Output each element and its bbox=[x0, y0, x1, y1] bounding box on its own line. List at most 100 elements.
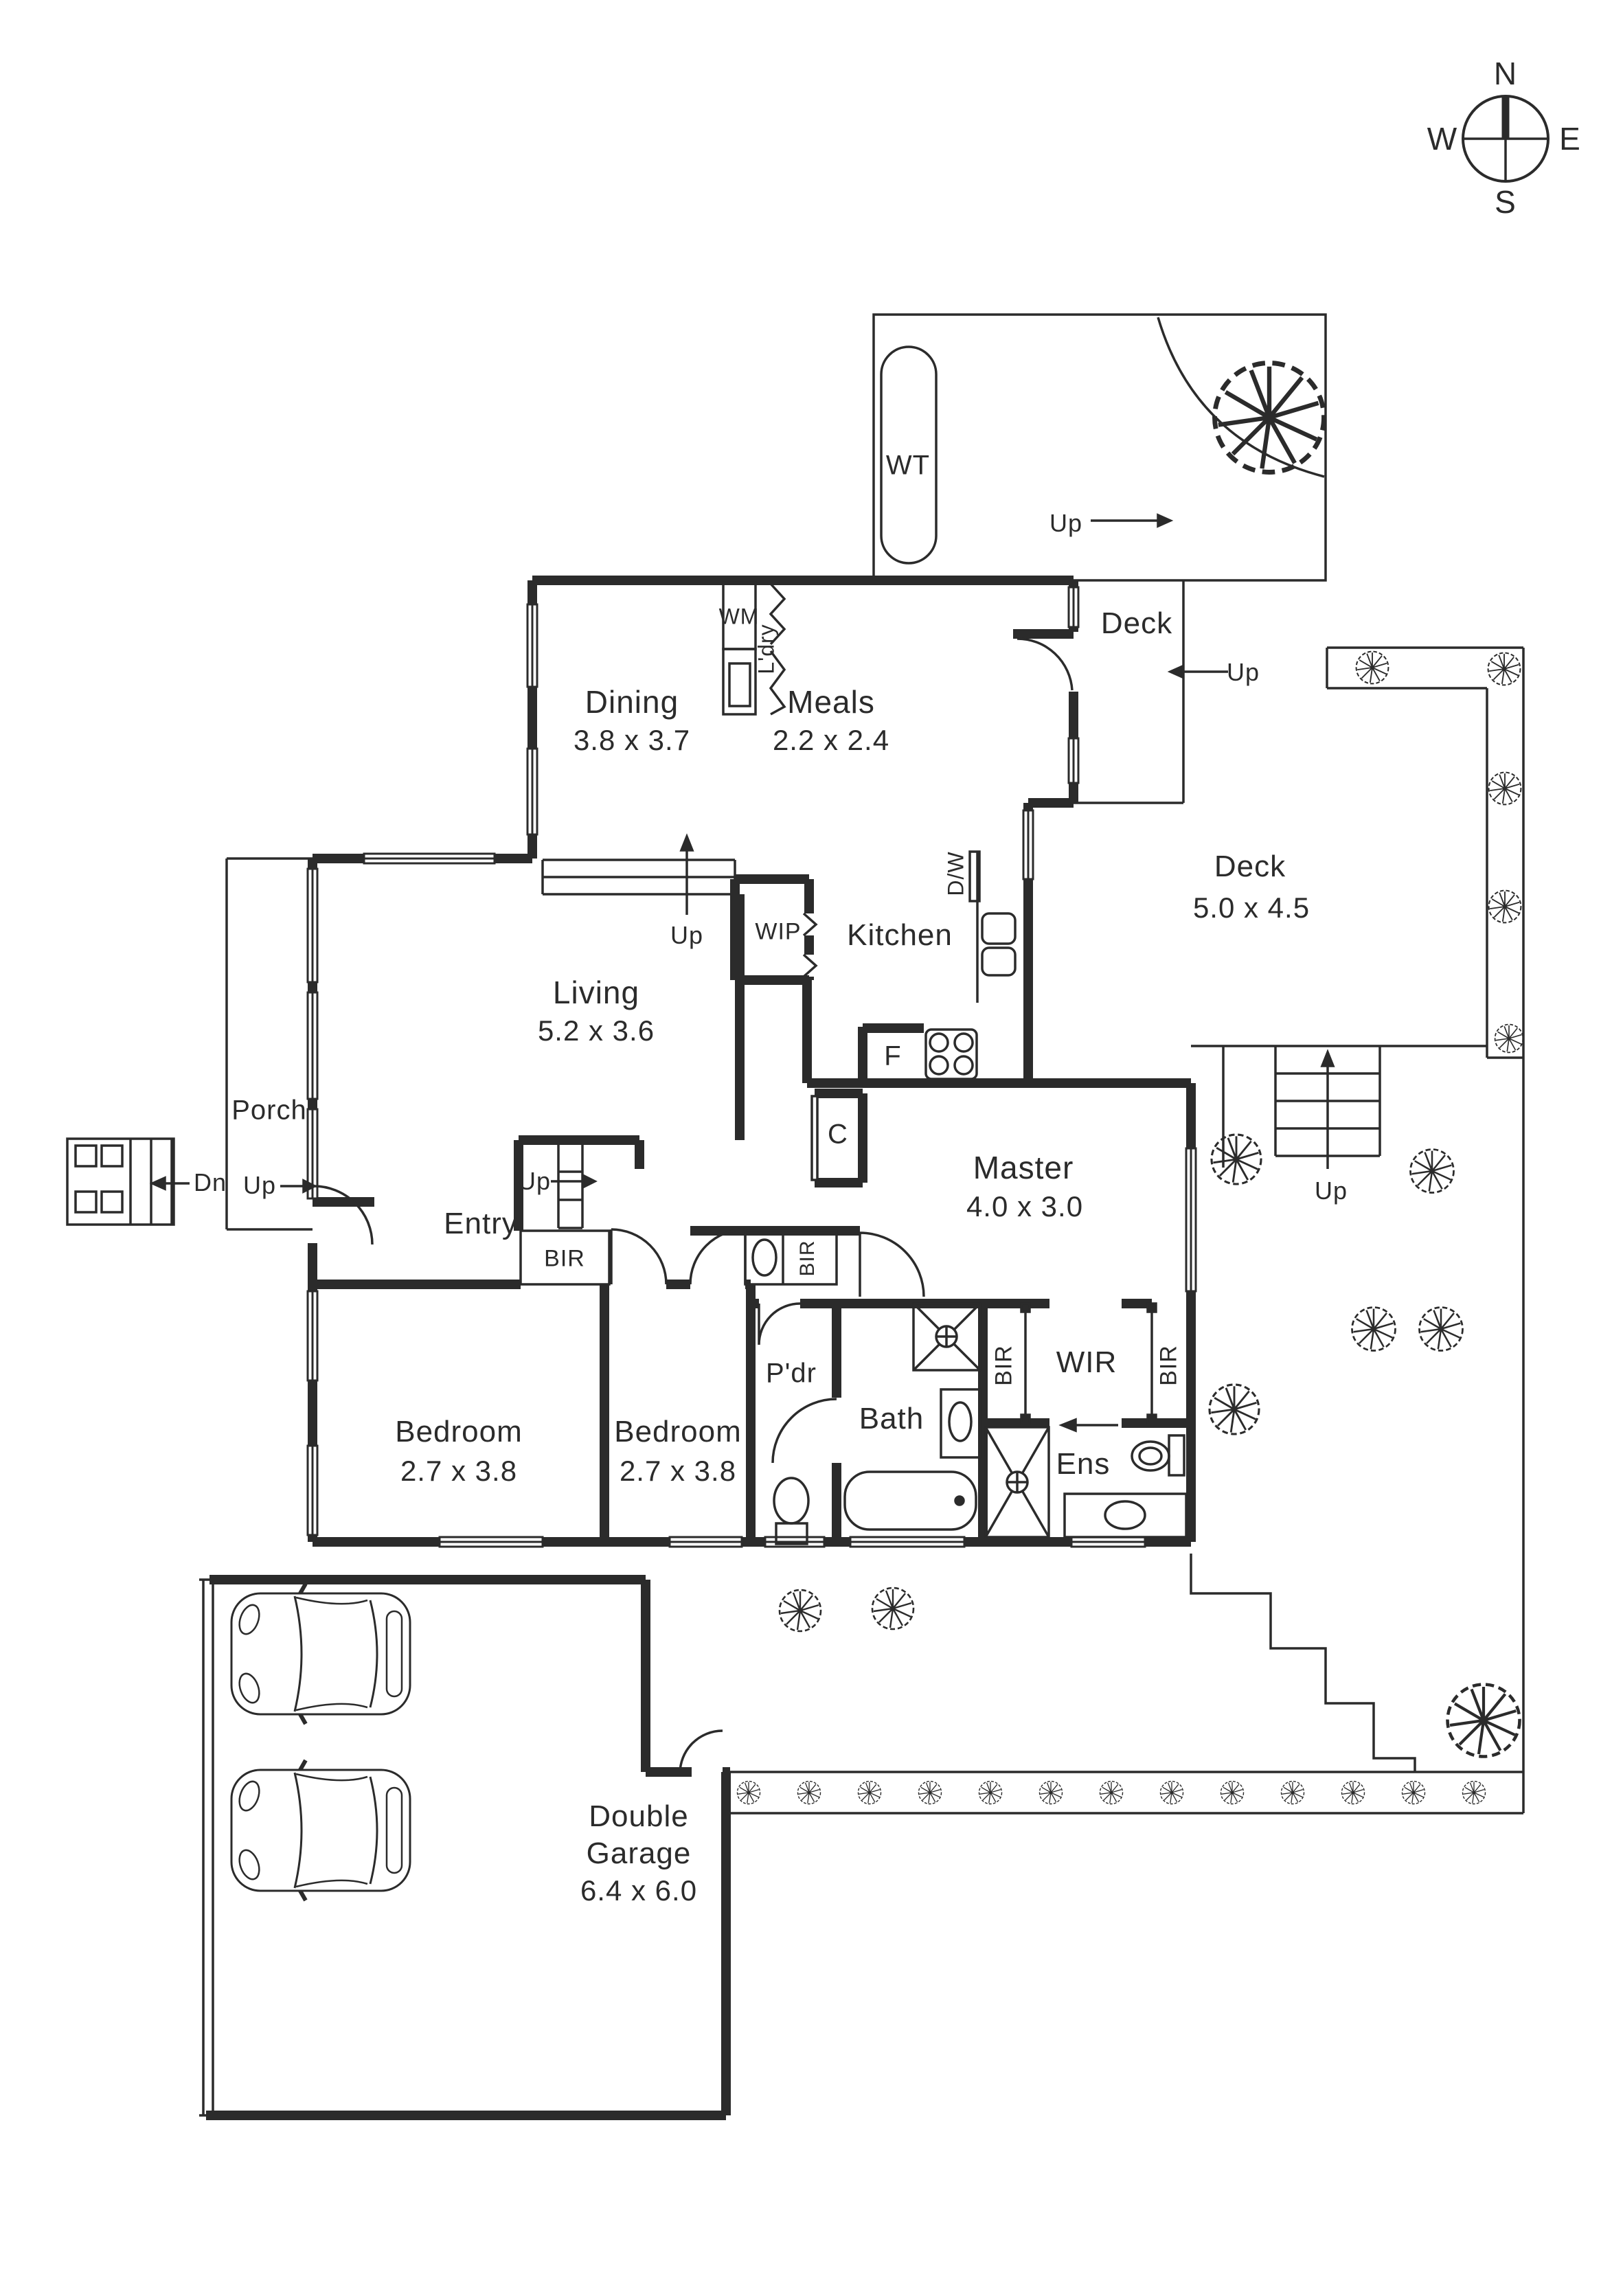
deck-large-dims: 5.0 x 4.5 bbox=[1192, 891, 1310, 924]
bath-door bbox=[771, 1398, 837, 1464]
bath-vanity bbox=[940, 1388, 981, 1459]
car-1 bbox=[231, 1584, 410, 1724]
kitchen-sink bbox=[981, 946, 1017, 977]
direction-arrows bbox=[149, 513, 1335, 1433]
porch-label: Porch bbox=[231, 1095, 307, 1126]
window bbox=[1067, 737, 1080, 784]
up-label-deck: Up bbox=[1226, 658, 1260, 686]
up-label-front-door: Up bbox=[242, 1171, 277, 1199]
laundry-door-zigzag bbox=[769, 650, 786, 716]
powder-door bbox=[758, 1302, 801, 1345]
robe-box bbox=[519, 1229, 611, 1286]
fridge-label: F bbox=[884, 1041, 902, 1071]
water-tank bbox=[880, 345, 938, 565]
front-door-arc bbox=[313, 1185, 374, 1245]
up-arrow-head bbox=[582, 1174, 598, 1189]
store-block-outline bbox=[872, 313, 1327, 582]
garden-bed-bottom bbox=[726, 1771, 1523, 1815]
bedroom2-door bbox=[689, 1228, 747, 1285]
cooktop bbox=[924, 1028, 978, 1080]
powder-basin bbox=[751, 1238, 778, 1277]
up-arrow-head bbox=[1320, 1049, 1335, 1067]
up-arrow-head bbox=[302, 1179, 317, 1194]
living-dims: 5.2 x 3.6 bbox=[537, 1014, 655, 1047]
window bbox=[306, 991, 319, 1100]
master-door bbox=[859, 1231, 925, 1297]
bath-label: Bath bbox=[859, 1402, 924, 1435]
garage-label-line2: Garage bbox=[586, 1837, 692, 1870]
window bbox=[526, 603, 538, 688]
fixtures bbox=[722, 345, 1188, 1545]
deck-small-label: Deck bbox=[1100, 606, 1173, 640]
compass-rose bbox=[1462, 95, 1550, 183]
robe-label-hall: BIR bbox=[544, 1245, 585, 1272]
water-tank-label: WT bbox=[885, 450, 931, 481]
window bbox=[306, 867, 319, 984]
windows bbox=[306, 586, 1197, 1548]
up-arrow-head bbox=[679, 833, 694, 852]
meals-dims: 2.2 x 2.4 bbox=[772, 724, 890, 756]
powder-toilet bbox=[773, 1477, 810, 1545]
bath-shower bbox=[912, 1302, 981, 1372]
site-outline bbox=[66, 313, 1525, 2117]
deck-small-edge bbox=[1074, 580, 1185, 804]
compass-north: N bbox=[1493, 56, 1518, 91]
up-label-store: Up bbox=[1049, 509, 1083, 537]
garage-entry-door bbox=[679, 1729, 723, 1774]
window bbox=[668, 1536, 743, 1548]
window bbox=[1185, 1147, 1197, 1293]
ensuite-shower bbox=[984, 1426, 1050, 1538]
compass-west: W bbox=[1427, 121, 1458, 157]
window bbox=[526, 747, 538, 836]
up-arrow-head bbox=[1157, 513, 1174, 528]
window bbox=[764, 1536, 826, 1548]
ensuite-label: Ens bbox=[1056, 1447, 1111, 1481]
wir-arrow-head bbox=[1058, 1418, 1077, 1433]
bedroom1-door bbox=[610, 1228, 668, 1285]
washing-machine-label: WM bbox=[718, 604, 760, 629]
master-dims: 4.0 x 3.0 bbox=[966, 1190, 1084, 1223]
kitchen-sink bbox=[981, 912, 1017, 945]
up-label-living-stairs: Up bbox=[670, 921, 704, 949]
front-steps bbox=[66, 1137, 175, 1226]
window bbox=[438, 1536, 544, 1548]
laundry-label: L'dry bbox=[753, 624, 779, 674]
bathtub bbox=[843, 1470, 977, 1531]
window bbox=[1067, 586, 1080, 628]
entry-label: Entry bbox=[444, 1207, 518, 1240]
master-label: Master bbox=[973, 1150, 1074, 1185]
ensuite-toilet bbox=[1131, 1434, 1185, 1477]
bedroom2-dims: 2.7 x 3.8 bbox=[619, 1455, 737, 1487]
deck-large-label: Deck bbox=[1214, 850, 1286, 883]
garden-bed-top-right bbox=[1326, 646, 1523, 1059]
dishwasher-box bbox=[968, 850, 981, 902]
robe-label-wir-left: BIR bbox=[990, 1345, 1017, 1386]
window bbox=[306, 1444, 319, 1536]
robe-label-nook: BIR bbox=[796, 1240, 819, 1277]
garage-label-line1: Double bbox=[589, 1799, 689, 1833]
wir-label: WIR bbox=[1056, 1345, 1117, 1379]
dining-label: Dining bbox=[584, 684, 679, 720]
garden-corner-curve bbox=[1157, 317, 1325, 478]
vanity-nook bbox=[744, 1229, 838, 1286]
up-label-entry-stairs: Up bbox=[517, 1167, 552, 1195]
up-label-garden-steps: Up bbox=[1314, 1177, 1348, 1205]
kitchen-label: Kitchen bbox=[847, 918, 953, 952]
window bbox=[306, 1290, 319, 1382]
powder-label: P'dr bbox=[766, 1358, 817, 1389]
meals-door-arc bbox=[1017, 637, 1074, 691]
up-arrow-head bbox=[1167, 664, 1184, 679]
compass-south: S bbox=[1495, 184, 1517, 220]
window bbox=[849, 1536, 966, 1548]
bedroom1-label: Bedroom bbox=[395, 1415, 523, 1448]
laundry-door-zigzag bbox=[769, 582, 786, 646]
pantry-door-zigzag bbox=[802, 912, 818, 978]
cupboard-label: C bbox=[828, 1119, 848, 1150]
robe-label-wir-right: BIR bbox=[1155, 1345, 1182, 1386]
compass-east: E bbox=[1559, 121, 1581, 157]
window bbox=[363, 852, 496, 865]
window bbox=[1022, 809, 1034, 880]
garage-dims: 6.4 x 6.0 bbox=[580, 1874, 698, 1907]
window bbox=[306, 1108, 319, 1200]
stepped-path bbox=[1190, 1554, 1416, 1772]
